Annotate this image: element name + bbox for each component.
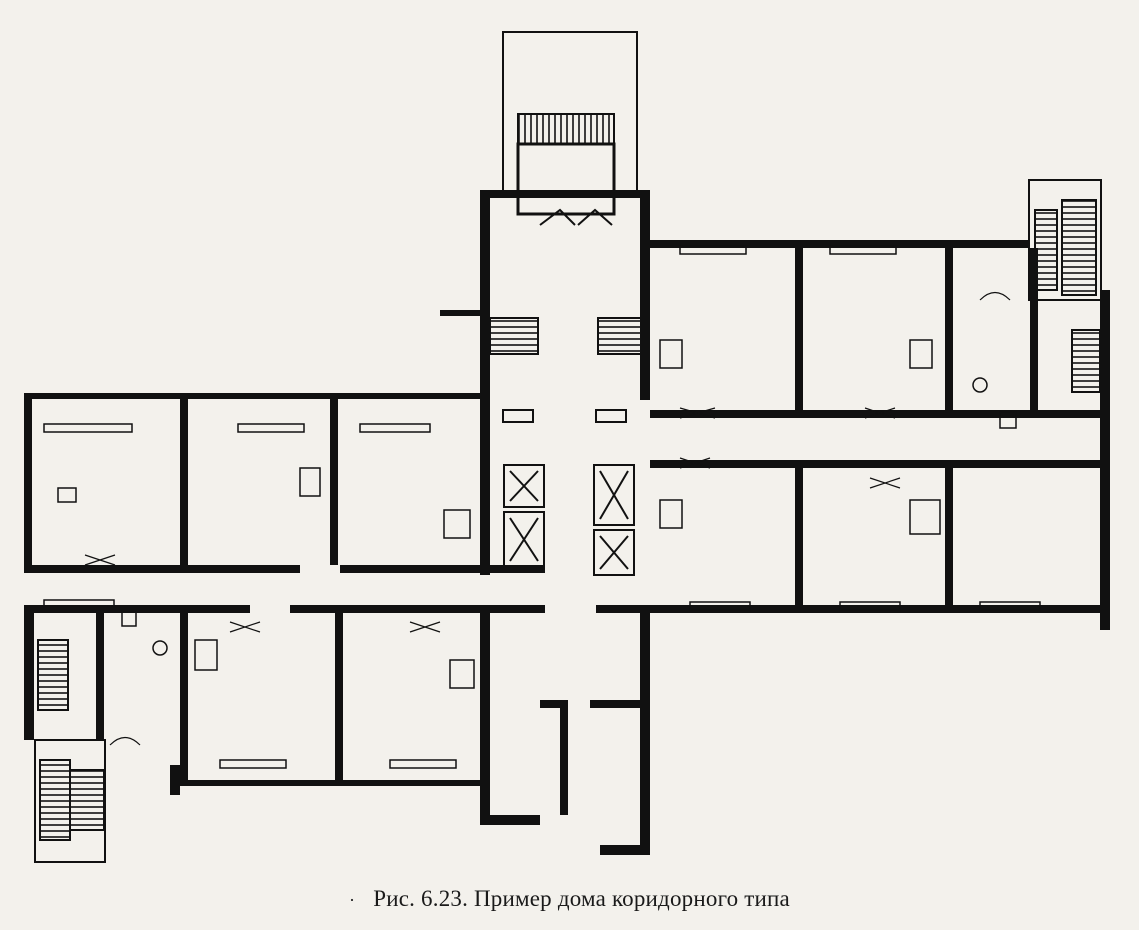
figure-caption: · Рис. 6.23. Пример дома коридорного типа <box>0 886 1139 912</box>
stair-landings <box>489 317 643 423</box>
windows <box>43 245 1041 769</box>
caption-bullet: · <box>349 890 356 910</box>
exterior-walls <box>24 190 1110 855</box>
interior-walls <box>96 248 1038 815</box>
caption-text: Рис. 6.23. Пример дома коридорного типа <box>373 886 790 911</box>
right-stair-tower <box>1028 179 1102 393</box>
floor-plan <box>24 31 1110 863</box>
door-crosses <box>84 407 901 633</box>
elevator-shafts <box>503 464 635 576</box>
left-stair-tower <box>34 639 106 863</box>
bathroom-fixtures <box>57 339 1017 689</box>
door-swings <box>109 291 1011 746</box>
